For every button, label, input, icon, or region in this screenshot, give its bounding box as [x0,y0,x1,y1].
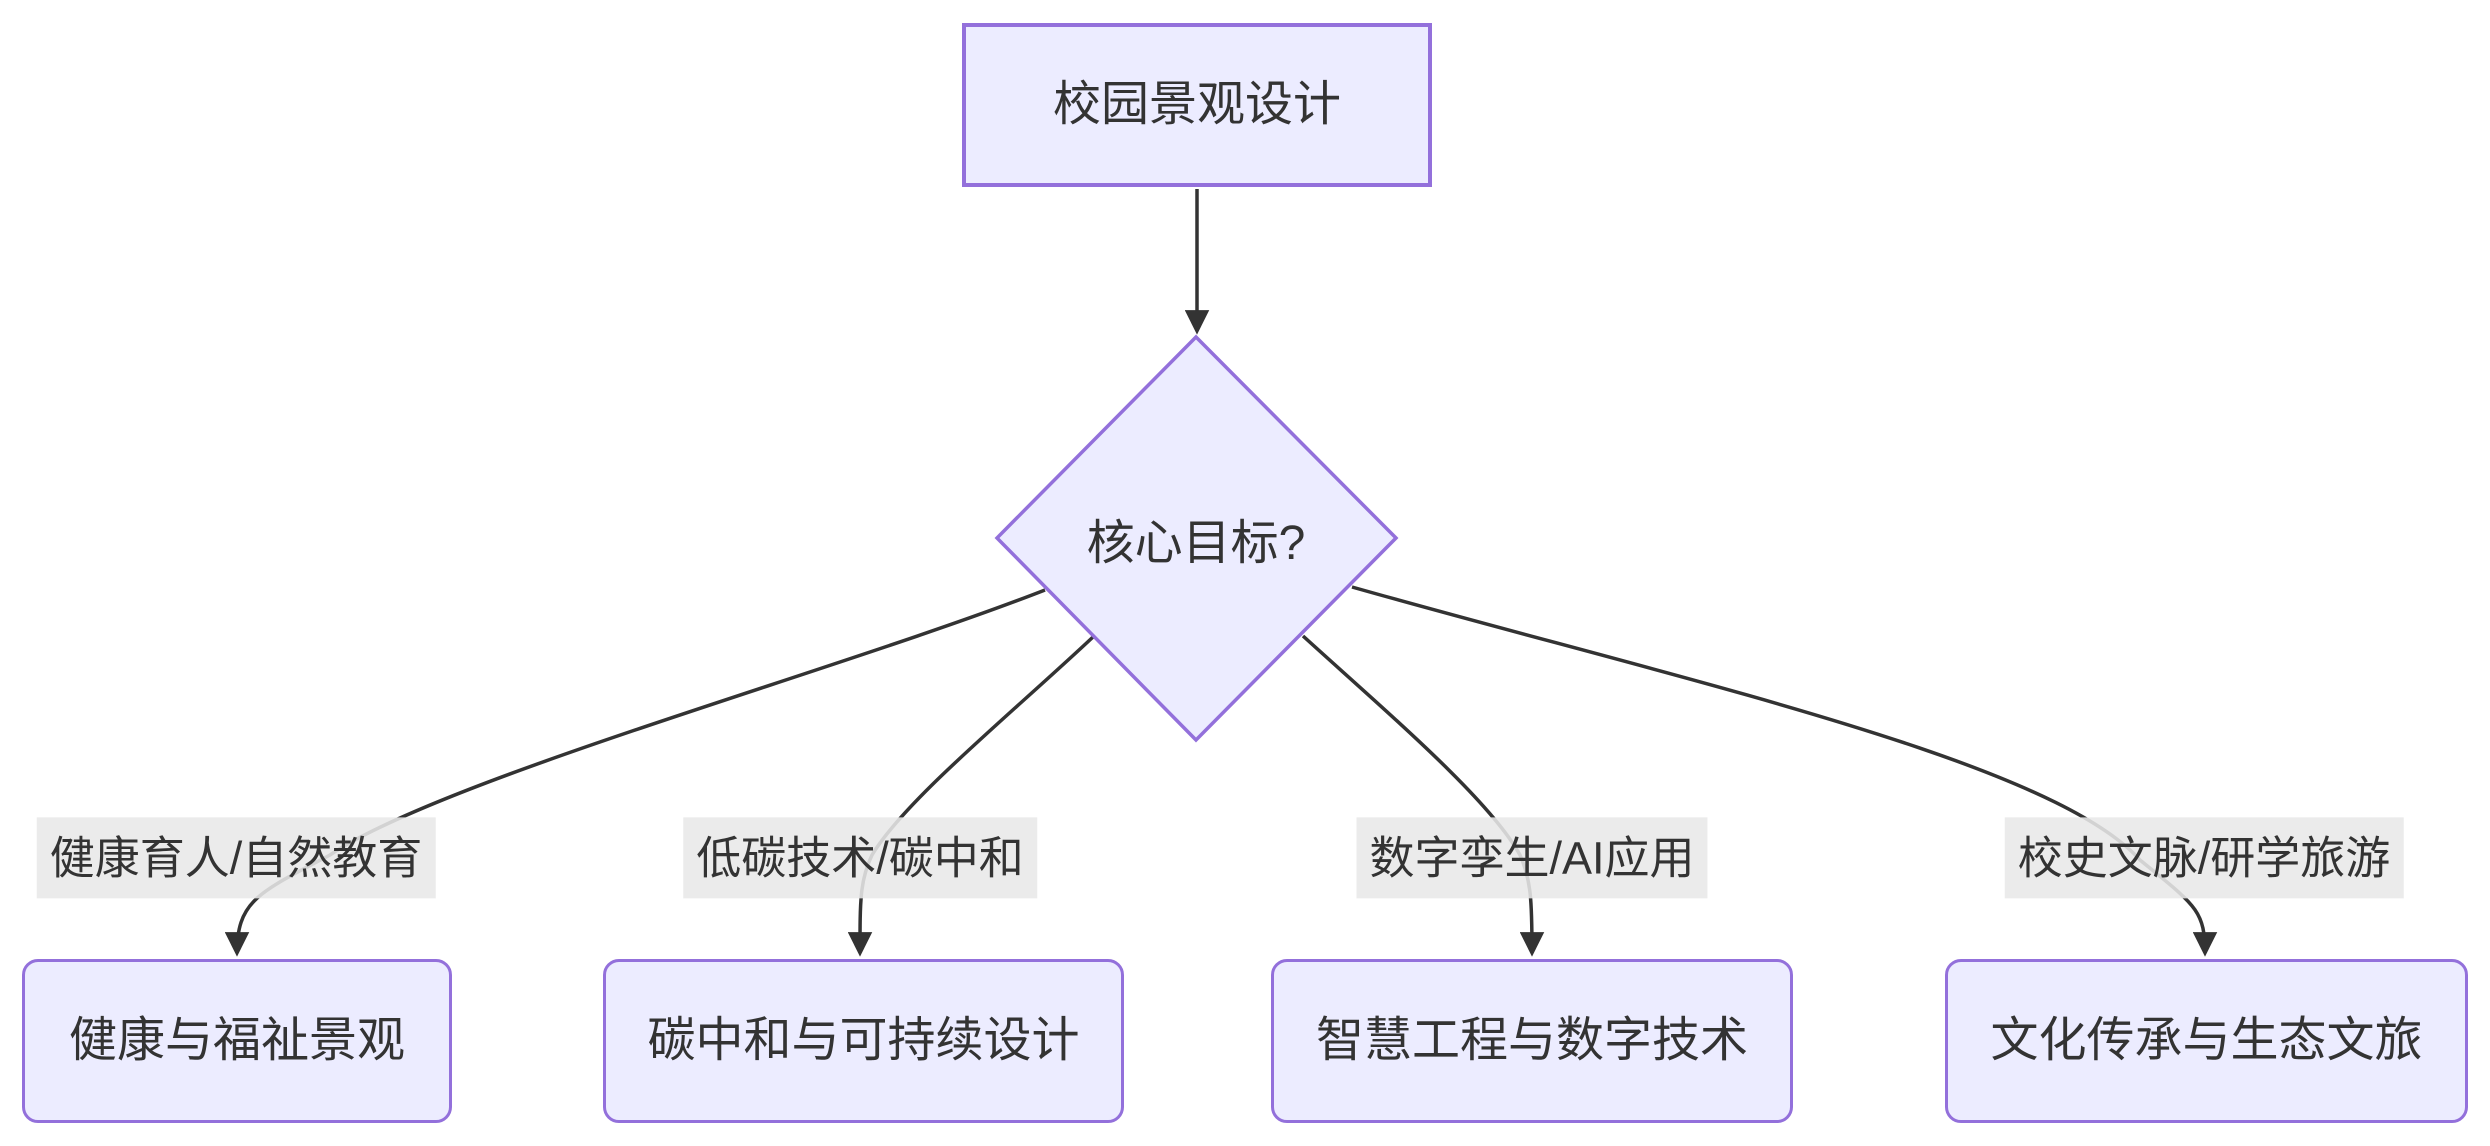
node-smart-engineering-digital-tech: 智慧工程与数字技术 [1271,959,1793,1123]
node-label: 校园景观设计 [1052,78,1341,132]
edge-decision-to-branch-1 [847,635,1095,957]
node-label: 文化传承与生态文旅 [1990,1014,2423,1068]
node-label: 碳中和与可持续设计 [647,1014,1080,1068]
edge-label-digital-twin-ai: 数字孪生/AI应用 [1356,817,1708,899]
decision-diamond [994,334,1399,743]
node-label: 智慧工程与数字技术 [1315,1014,1748,1068]
node-label: 健康与福祉景观 [68,1014,405,1068]
node-carbon-neutral-sustainable-design: 碳中和与可持续设计 [603,959,1124,1123]
edge-decision-to-branch-3 [1351,585,2218,957]
edge-decision-to-branch-2 [1301,634,1545,957]
node-cultural-heritage-eco-tourism: 文化传承与生态文旅 [1945,959,2468,1123]
edge-label-health-nature-education: 健康育人/自然教育 [36,817,436,899]
decision-label: 核心目标? [1086,517,1306,570]
edge-label-low-carbon-tech: 低碳技术/碳中和 [683,817,1037,899]
node-campus-landscape-design: 校园景观设计 [962,23,1432,187]
node-health-wellbeing-landscape: 健康与福祉景观 [22,959,452,1123]
edge-label-history-study-tourism: 校史文脉/研学旅游 [2004,817,2404,899]
